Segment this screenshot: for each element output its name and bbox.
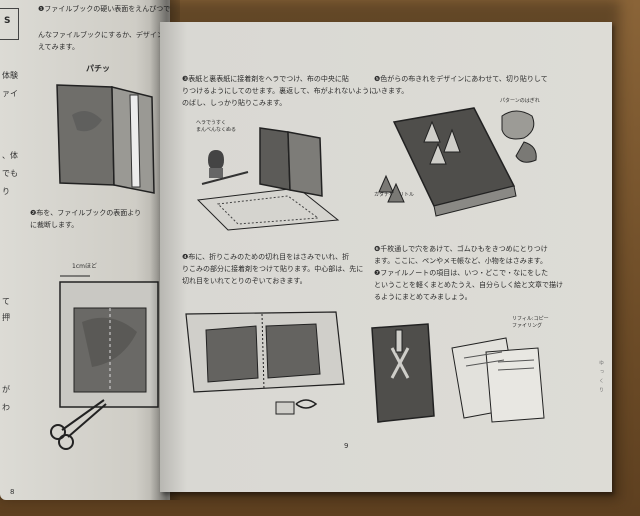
step6-line2: ます。ここに、ペンやメモ帳など、小物をはさみます。 xyxy=(374,256,547,266)
binder-illustration xyxy=(52,75,162,195)
dimension-label: 1cmほど xyxy=(72,262,97,272)
left-edge-char-1: 体験 xyxy=(2,70,18,81)
left-edge-char-3: 、体 xyxy=(2,150,18,161)
left-page: S ❶ファイルブックの硬い表面をえんぴつで んなファイルブックにするか、デザイン… xyxy=(0,0,170,500)
step7-line1: ❼ファイルノートの項目は、いつ・どこで・なにをした xyxy=(374,268,548,278)
fabric-cut-illustration xyxy=(42,272,162,452)
step3-line1: ❸表紙と裏表紙に接着剤をヘラでつけ、布の中央に貼 xyxy=(182,74,349,84)
fabric-design-illustration xyxy=(374,102,574,232)
step4-line2: りこみの部分に接着剤をつけて貼ります。中心部は、先に xyxy=(182,264,363,274)
left-edge-char-5: り xyxy=(2,186,10,197)
step6-line1: ❻千枚通しで穴をあけて、ゴムひもをきつめにとりつけ xyxy=(374,244,548,254)
finished-file-illustration xyxy=(368,318,568,428)
left-edge-box xyxy=(0,8,19,40)
right-page-number: 9 xyxy=(344,442,348,450)
step7-line3: るようにまとめてみましょう。 xyxy=(374,292,472,302)
step2-text-line1: ❷布を、ファイルブックの表面より xyxy=(30,208,141,218)
left-edge-char-8: が xyxy=(2,384,10,395)
step3-line2: りつけるようにしてのせます。裏返して、布がよれないように xyxy=(182,86,376,96)
left-edge-char-4: でも xyxy=(2,168,18,179)
left-page-number: 8 xyxy=(10,488,14,496)
glue-book-illustration xyxy=(188,120,348,230)
step7-line2: ということを軽くまとめたうえ、自分らしく絵と文章で描け xyxy=(374,280,563,290)
right-margin-note: ゆっくり xyxy=(598,360,605,396)
left-heading-line3: えてみます。 xyxy=(38,42,79,52)
right-page: ❸表紙と裏表紙に接着剤をヘラでつけ、布の中央に貼 りつけるようにしてのせます。裏… xyxy=(160,22,612,492)
left-edge-char-2: ァイ xyxy=(2,88,18,99)
step2-text-line2: に裁断します。 xyxy=(30,220,78,230)
left-edge-char-9: わ xyxy=(2,402,10,413)
left-edge-char-6: て xyxy=(2,296,10,307)
step5-line1: ❺色がらの布きれをデザインにあわせて、切り貼りして xyxy=(374,74,548,84)
step5-line2: いきます。 xyxy=(374,86,408,96)
left-edge-char-7: 押 xyxy=(2,312,10,323)
step4-line1: ❹布に、折りこみのための切れ目をはさみでいれ、折 xyxy=(182,252,349,262)
sound-effect: パチッ xyxy=(86,64,110,74)
fold-cut-illustration xyxy=(186,294,356,424)
step4-line3: 切れ目をいれてとりのぞいておきます。 xyxy=(182,276,307,286)
step3-line3: のばし、しっかり貼りこみます。 xyxy=(182,98,286,108)
